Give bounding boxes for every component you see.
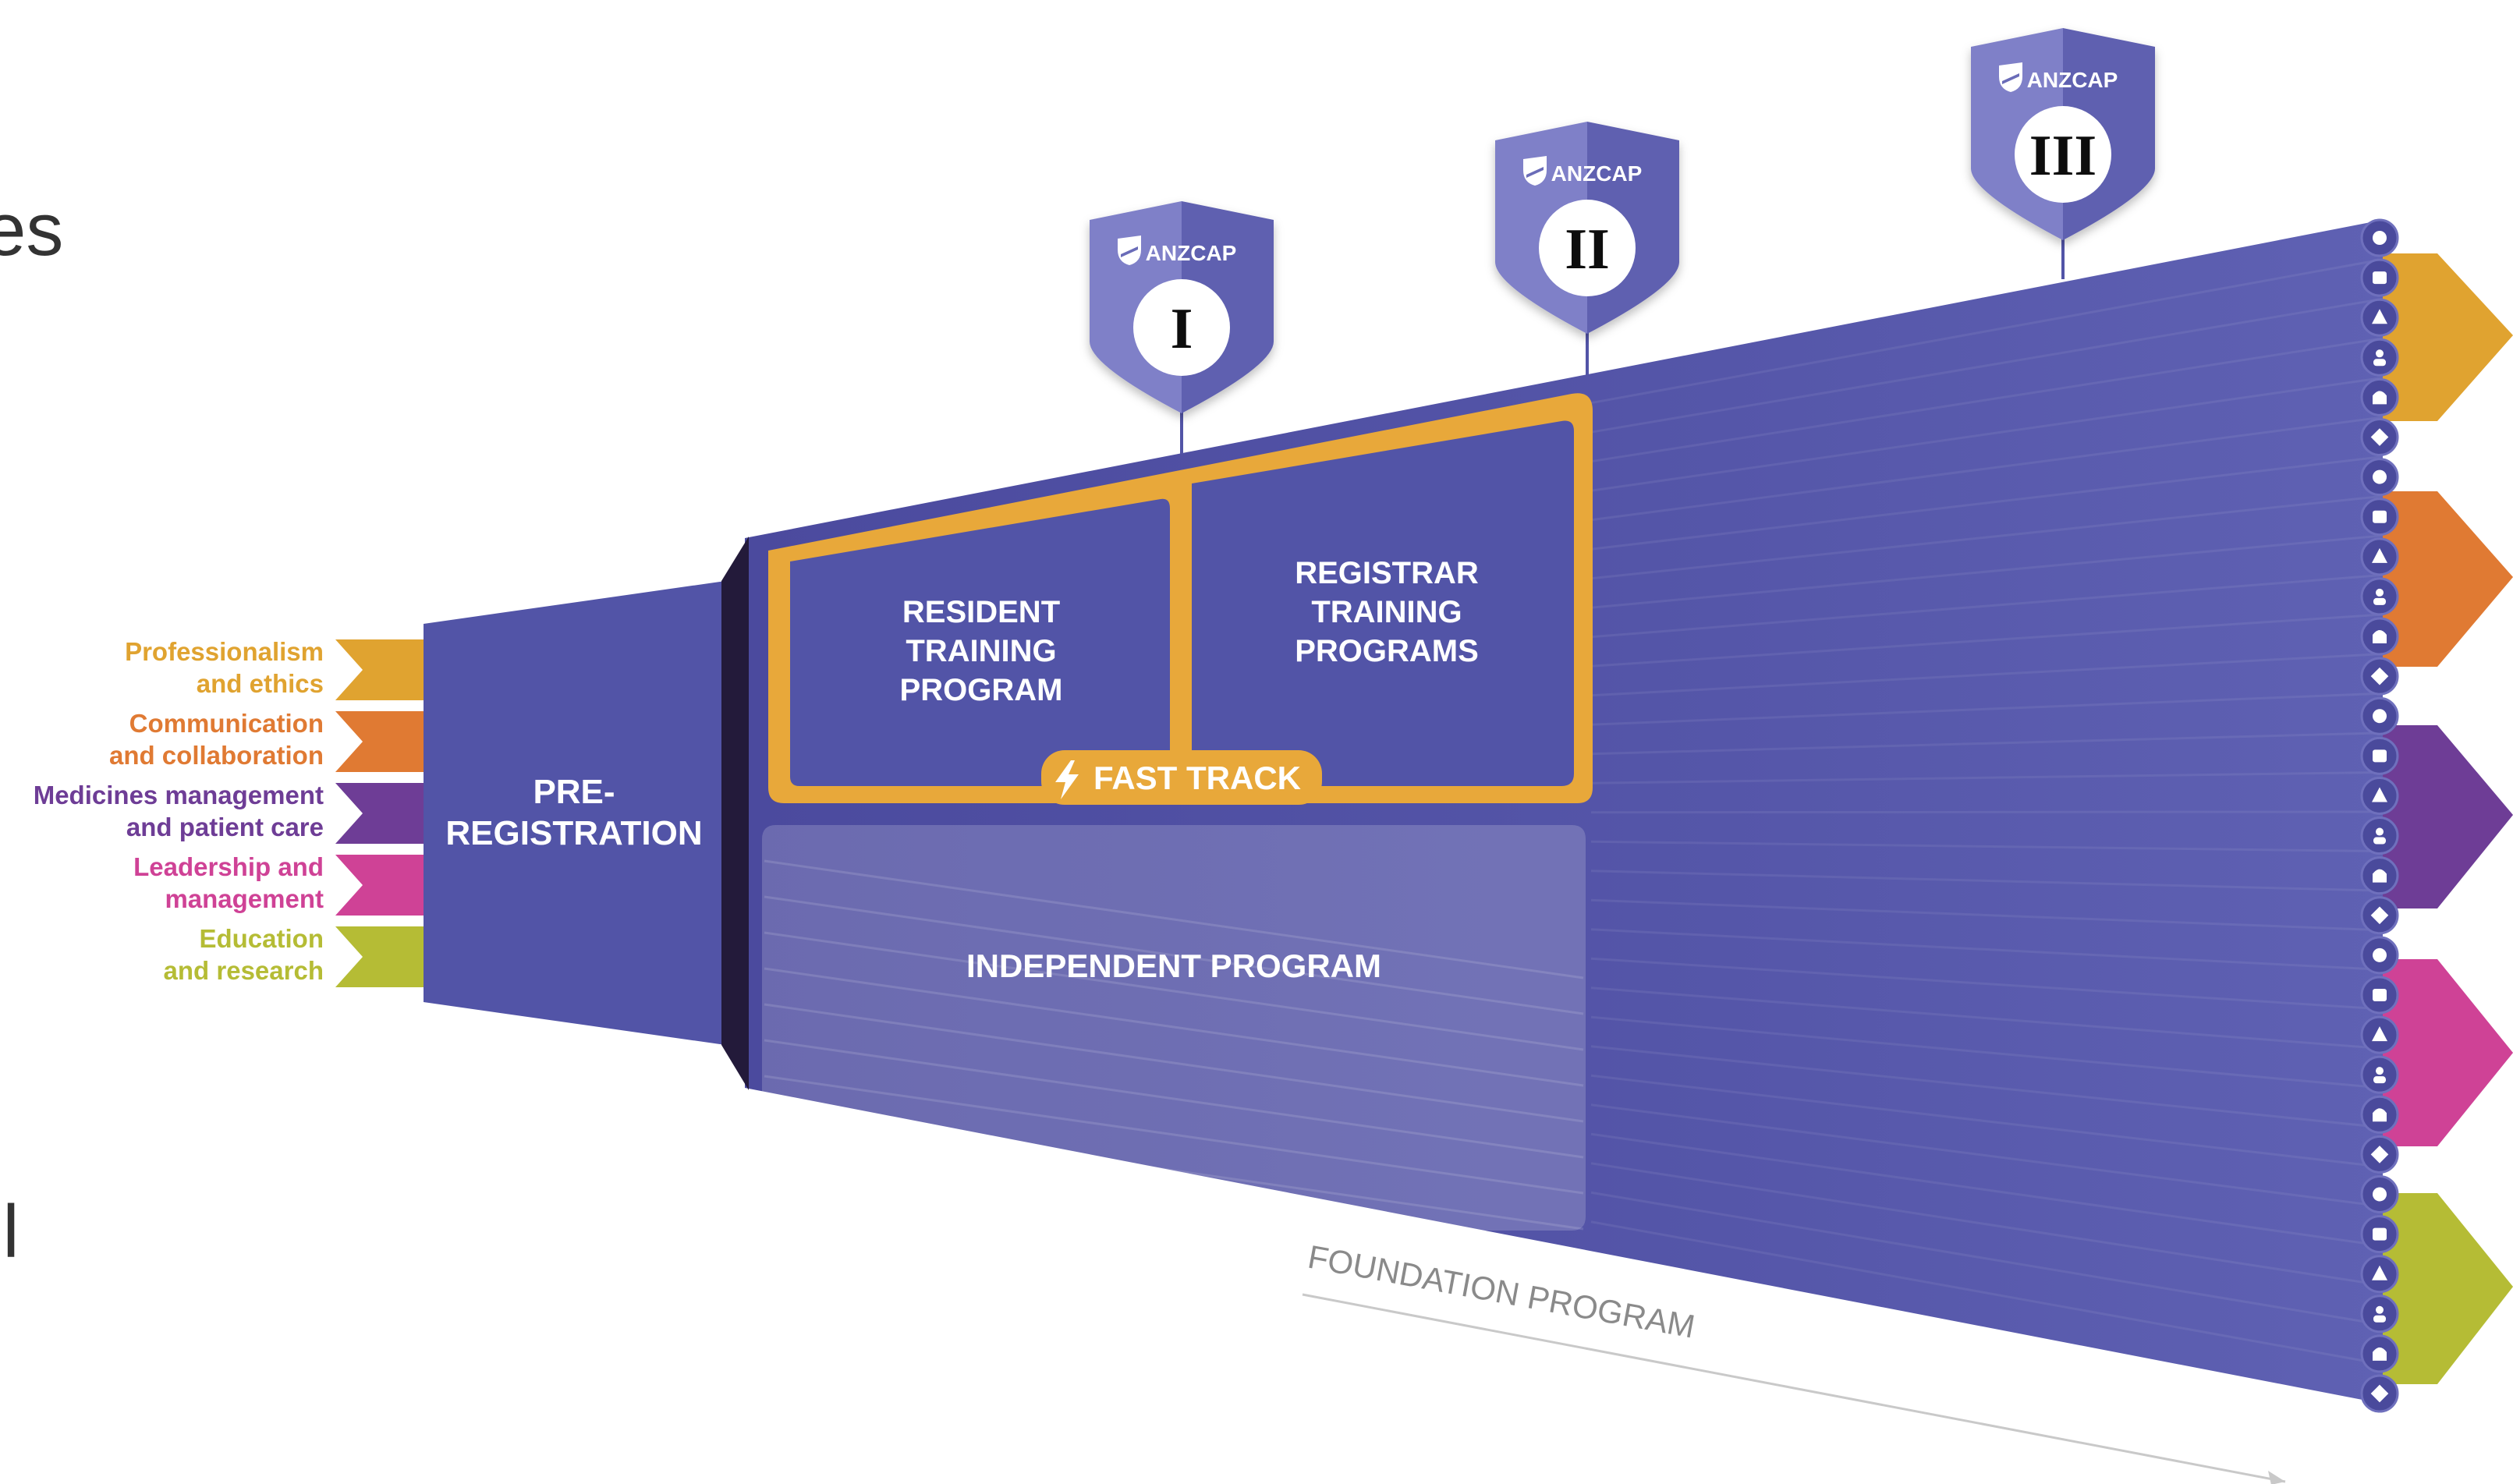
resident-program-box	[790, 498, 1170, 786]
badge-level-numeral: I	[1171, 297, 1193, 361]
domain-label: Leadership and management	[133, 851, 324, 915]
bandage-icon	[2360, 617, 2399, 656]
fan-stripe-lines	[1590, 258, 2384, 1365]
graduation-cap-icon	[2360, 776, 2399, 815]
competency-icon-column	[2360, 218, 2399, 1413]
anzcap-badges: ANZCAP I ANZCAP II ANZCAP III	[1090, 28, 2155, 413]
person-icon	[2360, 418, 2399, 457]
lungs-icon	[2360, 258, 2399, 297]
arrow-education	[2379, 1193, 2513, 1384]
badge-level-circle	[1539, 200, 1636, 296]
training-programs-frame	[768, 393, 1593, 805]
brain-icon	[2360, 338, 2399, 377]
cut-off-text-bottom: el	[0, 1190, 19, 1273]
shield-check-icon	[2360, 736, 2399, 775]
team-icon	[2360, 1295, 2399, 1333]
independent-program-label: INDEPENDENT PROGRAM	[966, 947, 1381, 984]
pathway-divider-bar	[721, 537, 749, 1090]
domain-label-line: and ethics	[196, 669, 324, 698]
group-icon	[2360, 696, 2399, 735]
pen-icon	[2360, 1174, 2399, 1213]
domain-label-line: and research	[163, 956, 324, 985]
domain-label: Communication and collaboration	[109, 707, 324, 771]
brain-circuit-icon	[2360, 577, 2399, 616]
arrow-medicines	[2379, 725, 2513, 908]
anzcap-badge-org: ANZCAP	[2027, 68, 2118, 92]
raised-hand-icon	[2360, 1334, 2399, 1373]
fast-track-tab	[1041, 750, 1322, 805]
ambulance-icon	[2360, 1055, 2399, 1094]
domain-label: Medicines management and patient care	[34, 779, 324, 843]
domain-label-line: Professionalism	[125, 637, 324, 666]
foundation-arrow-line	[1302, 1293, 2286, 1483]
anzcap-badge-1: ANZCAP I	[1090, 201, 1274, 413]
domain-label-line: Education	[199, 924, 324, 953]
anzcap-badge-org: ANZCAP	[1551, 161, 1643, 186]
star-icon	[2360, 1215, 2399, 1254]
clipboard-icon	[2360, 537, 2399, 576]
anzcap-badge-3: ANZCAP III	[1971, 28, 2155, 240]
arrow-communication	[2379, 491, 2513, 667]
doctor-icon	[2360, 856, 2399, 895]
lightning-icon	[1055, 760, 1079, 799]
arrow-professionalism	[2379, 253, 2513, 421]
domain-label-line: Communication	[129, 709, 324, 738]
domain-label-line: Medicines management	[33, 781, 324, 809]
fast-track-label: FAST TRACK	[1093, 760, 1301, 796]
domain-label-line: and patient care	[126, 813, 324, 841]
pills-icon	[2360, 936, 2399, 975]
camera-icon	[2360, 298, 2399, 337]
settings-icon	[2360, 1255, 2399, 1294]
domain-label-line: Leadership and	[133, 852, 324, 881]
road-icon	[2360, 976, 2399, 1015]
lightbulb-icon	[2360, 1374, 2399, 1413]
gear-icon	[2360, 498, 2399, 537]
arrow-leadership	[2379, 959, 2513, 1146]
anzcap-badge-org: ANZCAP	[1146, 241, 1237, 265]
domain-label-line: and collaboration	[108, 741, 324, 770]
badge-level-numeral: III	[2029, 124, 2097, 188]
baby-stroller-icon	[2360, 377, 2399, 416]
badge-level-circle	[1133, 279, 1230, 376]
monitor-icon	[2360, 1135, 2399, 1174]
domain-label: Education and research	[164, 923, 324, 986]
domain-label-line: management	[165, 884, 324, 913]
badge-level-circle	[2015, 106, 2111, 203]
anzcap-badge-2: ANZCAP II	[1495, 122, 1679, 334]
pestle-icon	[2360, 1015, 2399, 1054]
head-profile-icon	[2360, 458, 2399, 497]
independent-program-panel	[762, 825, 1586, 1302]
info-icon	[2360, 657, 2399, 696]
registrar-program-box	[1192, 420, 1574, 786]
domain-arrows-right	[2379, 253, 2513, 1384]
cut-off-text-top: es	[0, 188, 64, 271]
domain-arrows-left	[335, 639, 424, 987]
badge-level-numeral: II	[1565, 218, 1610, 282]
people-walking-icon	[2360, 816, 2399, 855]
pre-registration-label: PRE-REGISTRATION	[445, 773, 702, 852]
heart-pulse-icon	[2360, 218, 2399, 257]
checklist-icon	[2360, 1095, 2399, 1134]
pre-registration-block	[424, 581, 725, 1045]
nurse-icon	[2360, 896, 2399, 935]
domain-label: Professionalism and ethics	[125, 636, 324, 699]
